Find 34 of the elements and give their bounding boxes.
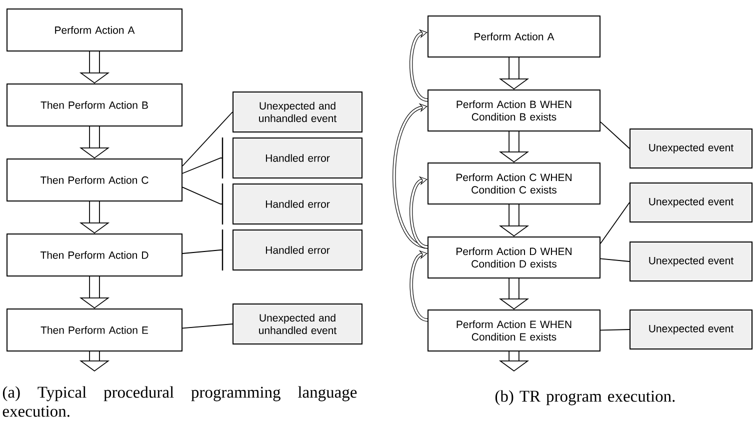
connector-line <box>182 158 223 174</box>
curved-arrow <box>410 176 428 249</box>
connector-line <box>600 202 630 244</box>
curved-arrow <box>392 103 428 249</box>
process-box: Then Perform Action C <box>6 158 182 202</box>
event-box: Handled error <box>232 184 362 224</box>
event-box: Unexpected event <box>630 182 752 222</box>
event-box: Handled error <box>232 138 362 178</box>
event-box: Unexpected and unhandled event <box>232 304 362 344</box>
process-box: Then Perform Action E <box>6 308 182 352</box>
process-box: Perform Action C WHEN Condition C exists <box>428 162 600 204</box>
connector-line <box>600 258 630 262</box>
curved-arrow <box>410 29 428 102</box>
caption: (b) TR program execution. <box>495 390 675 406</box>
event-box: Unexpected event <box>630 242 752 282</box>
event-box: Handled error <box>232 230 362 270</box>
connector-line <box>600 329 630 331</box>
connector-line <box>600 121 630 149</box>
process-box: Perform Action B WHEN Condition B exists <box>428 90 600 132</box>
connector-line <box>182 186 223 204</box>
connector-line <box>182 250 223 254</box>
process-box: Perform Action A <box>6 8 182 52</box>
connector-line <box>182 324 233 329</box>
process-box: Perform Action E WHEN Condition E exists <box>428 310 600 352</box>
event-box: Unexpected event <box>630 128 752 168</box>
process-box: Perform Action D WHEN Condition D exists <box>428 236 600 278</box>
connector-line <box>182 112 233 166</box>
curved-arrow <box>410 250 428 322</box>
event-box: Unexpected event <box>630 310 752 350</box>
event-box: Unexpected and unhandled event <box>232 92 362 132</box>
process-box: Then Perform Action B <box>6 84 182 126</box>
process-box: Perform Action A <box>428 16 600 58</box>
caption: (a) Typical procedural programming language execution. <box>2 386 357 417</box>
process-box: Then Perform Action D <box>6 234 182 276</box>
